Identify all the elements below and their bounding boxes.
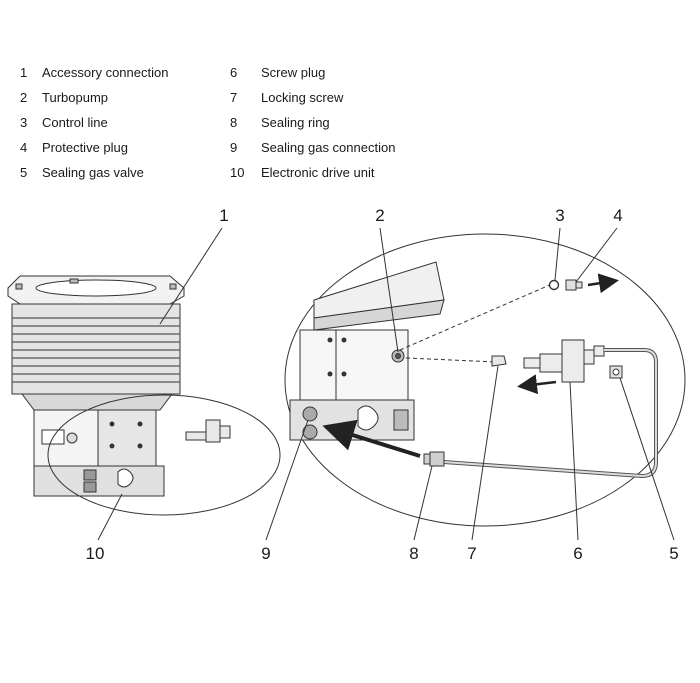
legend-label: Electronic drive unit bbox=[261, 165, 375, 180]
callout-3: 3 bbox=[555, 206, 565, 225]
leader-2 bbox=[379, 227, 399, 353]
drive-unit-cutout bbox=[117, 468, 134, 488]
legend-item: 8 Sealing ring bbox=[230, 115, 330, 131]
legend-item: 2 Turbopump bbox=[20, 90, 108, 106]
pump-detail-ribs bbox=[313, 299, 445, 331]
legend-label: Protective plug bbox=[42, 140, 128, 155]
leader-9 bbox=[265, 419, 309, 541]
control-line-ring bbox=[548, 279, 560, 291]
drive-unit-connector bbox=[83, 481, 97, 493]
pump-inlet bbox=[35, 279, 157, 297]
legend-label: Sealing gas connection bbox=[261, 140, 396, 155]
cooling-ribs bbox=[12, 317, 180, 383]
callout-leaders bbox=[97, 227, 675, 541]
legend-number: 2 bbox=[20, 90, 28, 105]
leader-5 bbox=[619, 377, 675, 541]
legend-label: Locking screw bbox=[261, 90, 344, 105]
flange-bolt bbox=[69, 278, 79, 284]
callout-5: 5 bbox=[669, 544, 679, 563]
legend-number: 7 bbox=[230, 90, 238, 105]
legend-number: 1 bbox=[20, 65, 28, 80]
drive-unit-connector bbox=[83, 469, 97, 481]
protective-plug bbox=[565, 279, 583, 291]
legend-label: Accessory connection bbox=[42, 65, 169, 80]
pump-base bbox=[21, 393, 173, 411]
callout-10: 10 bbox=[85, 544, 105, 563]
legend-number: 6 bbox=[230, 65, 238, 80]
legend-label: Screw plug bbox=[261, 65, 326, 80]
legend-number: 5 bbox=[20, 165, 28, 180]
legend-number: 10 bbox=[230, 165, 245, 180]
leader-4 bbox=[575, 227, 618, 283]
left-valve-detail bbox=[185, 419, 231, 443]
arrow-remove-plug bbox=[587, 273, 619, 294]
legend-number: 8 bbox=[230, 115, 238, 130]
screw-plug bbox=[609, 365, 623, 379]
legend-number: 9 bbox=[230, 140, 238, 155]
pump-detail bbox=[289, 261, 445, 441]
legend-label: Sealing gas valve bbox=[42, 165, 144, 180]
leader-8 bbox=[413, 465, 433, 541]
dashed-guide-lower bbox=[405, 357, 497, 363]
drive-unit-cutout-detail bbox=[357, 405, 379, 431]
callout-2: 2 bbox=[375, 206, 385, 225]
callout-1: 1 bbox=[219, 206, 229, 225]
pump-overview bbox=[7, 275, 185, 497]
leader-3 bbox=[554, 227, 561, 281]
callout-6: 6 bbox=[573, 544, 583, 563]
sealing-gas-port bbox=[302, 406, 318, 422]
leader-7 bbox=[471, 365, 499, 541]
legend-item: 5 Sealing gas valve bbox=[20, 165, 144, 181]
arrow-insert-valve bbox=[517, 374, 557, 395]
pump-detail-housing bbox=[299, 329, 409, 401]
leader-10 bbox=[97, 493, 123, 541]
legend-item: 4 Protective plug bbox=[20, 140, 128, 156]
detail-ellipse-large bbox=[284, 233, 686, 527]
leader-6 bbox=[569, 381, 579, 541]
detail-ellipse-small bbox=[47, 394, 281, 516]
legend-label: Sealing ring bbox=[261, 115, 330, 130]
drive-unit-housing bbox=[33, 465, 165, 497]
callout-9: 9 bbox=[261, 544, 271, 563]
legend-label: Control line bbox=[42, 115, 108, 130]
callout-7: 7 bbox=[467, 544, 477, 563]
callout-4: 4 bbox=[613, 206, 623, 225]
legend-item: 6 Screw plug bbox=[230, 65, 325, 81]
pump-body bbox=[11, 303, 181, 395]
left-drive-unit-detail bbox=[97, 409, 157, 467]
pump-port bbox=[66, 432, 78, 444]
sealing-gas-port bbox=[302, 424, 318, 440]
callout-8: 8 bbox=[409, 544, 419, 563]
flange-bolt bbox=[15, 283, 23, 290]
legend: 1 Accessory connection 2 Turbopump 3 Contro… bbox=[0, 62, 700, 192]
sealing-ring bbox=[423, 451, 445, 467]
legend-number: 3 bbox=[20, 115, 28, 130]
locking-screw bbox=[491, 355, 507, 367]
legend-item: 7 Locking screw bbox=[230, 90, 343, 106]
legend-item: 9 Sealing gas connection bbox=[230, 140, 395, 156]
sealing-gas-valve bbox=[523, 339, 605, 383]
legend-item: 1 Accessory connection bbox=[20, 65, 168, 81]
flange-bolt bbox=[169, 283, 177, 290]
leader-1 bbox=[159, 227, 223, 325]
legend-number: 4 bbox=[20, 140, 28, 155]
legend-item: 10 Electronic drive unit bbox=[230, 165, 374, 181]
legend-item: 3 Control line bbox=[20, 115, 108, 131]
legend-label: Turbopump bbox=[42, 90, 108, 105]
arrow-insert-hose bbox=[322, 419, 421, 458]
